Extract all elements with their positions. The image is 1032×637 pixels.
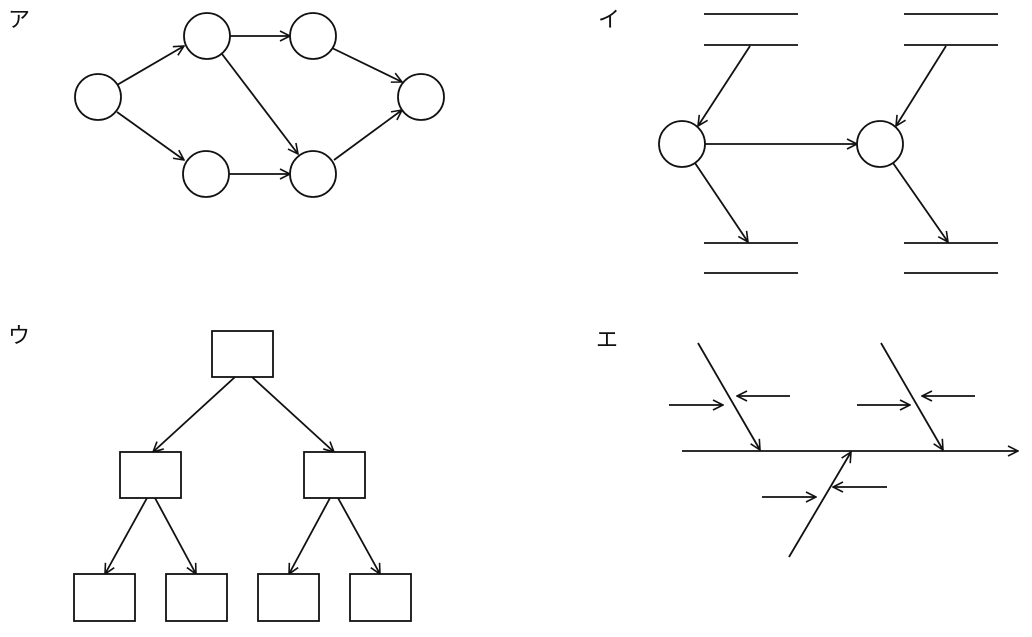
arrow-a-6 bbox=[331, 47, 402, 82]
diagram-i-dataflow bbox=[658, 13, 998, 274]
arrow-i-4 bbox=[694, 162, 748, 242]
label-e: エ bbox=[596, 328, 619, 353]
label-u: ウ bbox=[8, 324, 31, 349]
arrow-i-5 bbox=[892, 162, 948, 242]
arrow-u-2 bbox=[251, 376, 334, 452]
arrow-a-1 bbox=[116, 46, 184, 86]
node-a-4 bbox=[289, 12, 337, 60]
node-a-3 bbox=[182, 150, 230, 198]
box-u-right bbox=[303, 451, 366, 499]
box-u-root bbox=[211, 330, 274, 378]
arrow-a-2 bbox=[116, 111, 184, 160]
arrow-u-3 bbox=[105, 497, 148, 574]
arrow-i-1 bbox=[698, 45, 751, 126]
arrow-a-7 bbox=[333, 110, 402, 161]
arrow-u-6 bbox=[337, 497, 380, 574]
box-u-leaf-4 bbox=[349, 573, 412, 622]
box-u-leaf-3 bbox=[257, 573, 320, 622]
label-i: イ bbox=[598, 8, 621, 33]
bone-e-2 bbox=[880, 342, 943, 450]
arrow-a-4 bbox=[221, 53, 298, 154]
bone-e-3 bbox=[788, 452, 851, 558]
diagram-a-network bbox=[74, 12, 445, 198]
diagram-e-fishbone bbox=[669, 342, 1018, 558]
diagram-u-tree bbox=[73, 330, 412, 622]
arrow-u-5 bbox=[289, 497, 331, 574]
box-u-leaf-2 bbox=[165, 573, 228, 622]
node-a-1 bbox=[74, 73, 122, 121]
box-u-left bbox=[119, 451, 182, 499]
bone-e-1 bbox=[697, 342, 760, 450]
arrow-u-4 bbox=[154, 497, 196, 574]
process-i-2 bbox=[856, 120, 904, 168]
node-a-6 bbox=[397, 73, 445, 121]
arrow-u-1 bbox=[153, 376, 236, 452]
box-u-leaf-1 bbox=[73, 573, 136, 622]
arrow-i-3 bbox=[896, 45, 947, 126]
node-a-5 bbox=[289, 150, 337, 198]
node-a-2 bbox=[183, 12, 231, 60]
process-i-1 bbox=[658, 120, 706, 168]
label-a: ア bbox=[8, 8, 31, 33]
